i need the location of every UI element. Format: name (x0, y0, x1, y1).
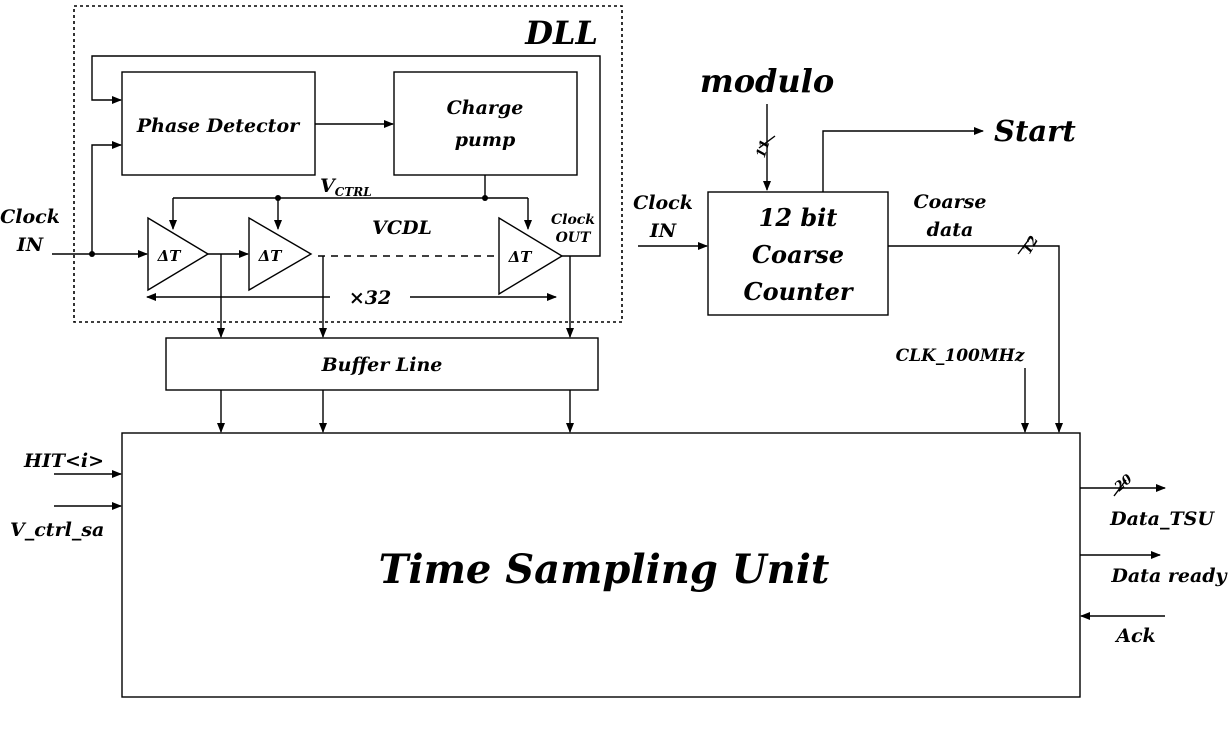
tsu-box (121, 432, 1081, 698)
feedback-path (91, 55, 601, 257)
charge-pump-label-1: Charge (447, 97, 524, 119)
dll-clock-in-label-1: Clock (0, 206, 60, 228)
data-ready-label: Data ready (1110, 565, 1228, 587)
coarse-bus-slash (1017, 237, 1031, 255)
clock-out-label-2: OUT (556, 230, 592, 246)
counter-label-1: 12 bit (759, 203, 838, 232)
tsu-block: Time Sampling Unit HIT<i> V_ctrl_sa 20 D… (10, 432, 1228, 698)
vcdl-label: VCDL (372, 217, 432, 239)
vctrl-junction-1 (275, 195, 281, 201)
coarse-counter-block: modulo 11 12 bit Coarse Counter Start Cl… (633, 62, 1076, 433)
delay-cell-32 (498, 216, 564, 296)
v-ctrl-sa-label: V_ctrl_sa (10, 519, 104, 541)
vctrl-label: VCTRL (320, 175, 372, 199)
counter-clock-label-1: Clock (633, 192, 693, 214)
phase-detector-label: Phase Detector (136, 115, 301, 137)
dll-block: DLL Phase Detector Charge pump VCTRL VCD… (0, 5, 623, 338)
clock-to-pd-wire (91, 141, 122, 254)
buffer-line-block: Buffer Line (165, 337, 599, 433)
ack-label: Ack (1114, 625, 1155, 647)
counter-label-3: Counter (743, 277, 854, 306)
coarse-data-label-1: Coarse (914, 191, 987, 213)
delay-cell-1 (147, 216, 210, 292)
data-bus-slash (1113, 479, 1127, 497)
charge-pump-label-2: pump (455, 129, 516, 151)
coarse-counter-box (707, 191, 889, 316)
modulo-label: modulo (700, 62, 834, 100)
vctrl-junction-2 (482, 195, 488, 201)
clock-junction (89, 251, 95, 257)
dll-title: DLL (524, 14, 598, 52)
start-wire (822, 127, 984, 192)
clk-100mhz-label: CLK_100MHz (896, 346, 1025, 366)
delay-cell-2-label: ΔT (258, 247, 284, 265)
coarse-data-label-2: data (927, 219, 974, 241)
delay-cell-1-label: ΔT (157, 247, 183, 265)
hit-label: HIT<i> (23, 450, 104, 472)
delay-cell-32-label: ΔT (508, 248, 534, 266)
start-label: Start (994, 114, 1076, 148)
charge-pump-box (393, 71, 578, 176)
counter-label-2: Coarse (752, 240, 844, 269)
buffer-line-box (165, 337, 599, 391)
data-width-label: 20 (1111, 472, 1135, 496)
coarse-data-wire (888, 245, 1063, 433)
delay-cell-2 (248, 216, 313, 292)
modulo-width-label: 11 (754, 138, 774, 160)
coarse-width-label: 12 (1020, 234, 1042, 257)
dll-clock-in-label-2: IN (16, 234, 44, 256)
buffer-line-label: Buffer Line (321, 354, 443, 376)
clock-out-label-1: Clock (551, 212, 595, 228)
tsu-title: Time Sampling Unit (379, 546, 830, 593)
counter-clock-label-2: IN (649, 220, 677, 242)
phase-detector-box (121, 71, 316, 176)
data-tsu-label: Data_TSU (1109, 508, 1215, 530)
modulo-bus-slash (758, 135, 776, 149)
stage-count-label: ×32 (349, 287, 391, 309)
